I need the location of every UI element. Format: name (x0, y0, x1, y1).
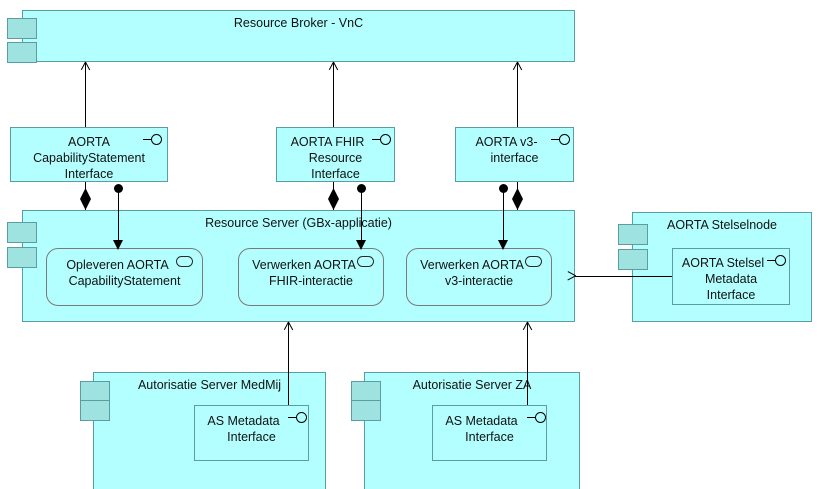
interface-label-line2: Interface (227, 430, 276, 444)
subcomponent-label-line2: FHIR-interactie (268, 274, 354, 288)
interface-label-line2: Interface (465, 430, 514, 444)
lollipop-icon (143, 134, 165, 146)
interface-aorta-fhir-resource[interactable]: AORTA FHIR Resource Interface (276, 127, 395, 182)
interface-label-line1: AS Metadata (207, 414, 280, 428)
component-ear-icon (351, 400, 381, 421)
interface-label-line3: Interface (706, 288, 756, 302)
arrowhead-open-up-icon (327, 61, 340, 72)
component-ear-icon (7, 247, 37, 268)
subcomponent-label-line2: v3-interactie (444, 274, 514, 288)
subcomponent-verwerken-aorta-v3-interactie[interactable]: Verwerken AORTA v3-interactie (406, 248, 552, 306)
arrowhead-open-up-icon (521, 321, 534, 332)
connector-capability-to-opleveren (118, 187, 120, 246)
component-glyph-icon (176, 256, 193, 267)
interface-label-line2: interface (490, 151, 539, 165)
arrowhead-solid-down-icon (113, 240, 123, 250)
node-autorisatie-server-medmij-title: Autorisatie Server MedMij (137, 378, 282, 392)
component-glyph-icon (525, 256, 542, 267)
arrowhead-solid-down-icon (356, 240, 366, 250)
arrowhead-open-up-icon (282, 321, 295, 332)
component-ear-icon (80, 400, 110, 421)
interface-label-line2: Metadata (704, 272, 758, 286)
lollipop-icon (767, 255, 789, 267)
connector-as-za-to-resource-server (527, 322, 529, 405)
connector-v3-to-broker (517, 62, 519, 127)
connector-ball-icon (357, 184, 366, 193)
node-resource-server-title: Resource Server (GBx-applicatie) (205, 216, 392, 230)
connector-ball-icon (499, 184, 508, 193)
interface-aorta-stelsel-metadata[interactable]: AORTA Stelsel Metadata Interface (672, 248, 790, 305)
subcomponent-label-line2: CapabilityStatement (68, 274, 181, 288)
interface-as-metadata-za[interactable]: AS Metadata Interface (432, 405, 547, 461)
interface-aorta-v3[interactable]: AORTA v3- interface (455, 127, 574, 182)
connector-ball-icon (114, 184, 123, 193)
interface-label-line1: AORTA v3- (475, 135, 538, 149)
interface-label-line3: Interface (311, 167, 360, 181)
interface-aorta-capabilitystatement[interactable]: AORTA CapabilityStatement Interface (10, 127, 168, 182)
interface-as-metadata-medmij[interactable]: AS Metadata Interface (194, 405, 309, 461)
component-ear-icon (7, 222, 37, 243)
subcomponent-label-line1: Verwerken AORTA (420, 258, 524, 272)
composition-diamond-icon (80, 188, 91, 210)
connector-stelsel-to-resource-server (575, 276, 672, 278)
connector-fhir-to-broker (333, 62, 335, 127)
interface-label-line1: AORTA FHIR (290, 135, 365, 149)
connector-as-medmij-to-resource-server (288, 322, 290, 405)
arrowhead-open-up-icon (79, 61, 92, 72)
arrowhead-open-up-icon (511, 61, 524, 72)
component-ear-icon (7, 18, 37, 39)
subcomponent-label-line1: Opleveren AORTA (66, 258, 169, 272)
node-resource-broker[interactable]: Resource Broker - VnC (22, 10, 575, 62)
interface-label-line2: Resource (308, 151, 363, 165)
arrowhead-open-left-icon (567, 270, 586, 283)
composition-diamond-icon (328, 188, 339, 210)
component-ear-icon (618, 224, 648, 245)
node-aorta-stelselnode-title: AORTA Stelselnode (666, 218, 778, 232)
interface-label-line3: Interface (64, 167, 114, 181)
lollipop-icon (288, 412, 310, 424)
connector-v3-to-verwerken-v3 (503, 187, 505, 246)
lollipop-icon (551, 134, 573, 146)
lollipop-icon (527, 412, 549, 424)
lollipop-icon (372, 134, 394, 146)
connector-fhir-to-verwerken-fhir (361, 187, 363, 246)
node-resource-broker-title: Resource Broker - VnC (233, 16, 364, 30)
composition-diamond-icon (512, 188, 523, 210)
arrowhead-solid-down-icon (498, 240, 508, 250)
node-autorisatie-server-za-title: Autorisatie Server ZA (412, 378, 532, 392)
connector-capability-to-broker (85, 62, 87, 127)
interface-label-line1: AS Metadata (445, 414, 518, 428)
component-ear-icon (618, 249, 648, 270)
component-ear-icon (351, 381, 381, 402)
component-glyph-icon (357, 256, 374, 267)
component-ear-icon (80, 381, 110, 402)
subcomponent-label-line1: Verwerken AORTA (252, 258, 356, 272)
interface-label-line2: CapabilityStatement (33, 151, 145, 165)
interface-label-line1: AORTA (68, 135, 110, 149)
component-ear-icon (7, 42, 37, 63)
interface-label-line1: AORTA Stelsel (681, 256, 765, 270)
